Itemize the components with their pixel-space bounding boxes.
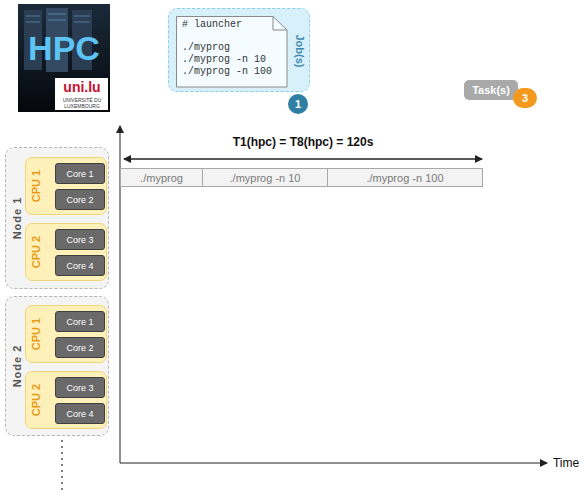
continuation-dots <box>61 440 63 492</box>
core-label: Core 1 <box>66 316 93 326</box>
script-line: ./myprog <box>182 42 230 54</box>
core-label: Core 3 <box>66 382 93 392</box>
cpu-socket: CPU 1 Core 1 Core 2 <box>25 157 107 215</box>
core-label: Core 4 <box>66 408 93 418</box>
duration-label: T1(hpc) = T8(hpc) = 120s <box>231 136 376 150</box>
core-box: Core 3 <box>55 229 105 250</box>
job-box: Job(s) # launcher ./myprog./myprog -n 10./… <box>168 8 310 92</box>
task-box: ./myprog -n 10 <box>203 168 328 187</box>
task-label: ./myprog <box>140 171 183 184</box>
axis-label: Time <box>551 457 581 471</box>
cpu-label: CPU 1 <box>30 318 43 350</box>
cpu-label: CPU 1 <box>30 170 43 202</box>
duration-arrow <box>124 158 482 160</box>
hpc-logo-image <box>18 4 110 112</box>
task-box: ./myprog -n 100 <box>328 168 483 187</box>
core-box: Core 3 <box>55 377 105 398</box>
core-box: Core 4 <box>55 255 105 276</box>
core-label: Core 1 <box>66 168 93 178</box>
task-label: ./myprog -n 100 <box>366 171 443 184</box>
cpu-socket: CPU 1 Core 1 Core 2 <box>25 305 107 363</box>
job-label: Job(s) <box>294 35 307 68</box>
cpu-label: CPU 2 <box>30 384 43 416</box>
task-box: ./myprog <box>120 168 203 187</box>
callout-number: 3 <box>513 88 537 108</box>
script-line: ./myprog -n 100 <box>182 66 272 78</box>
callout-label: 1 <box>295 98 301 111</box>
job-script-document: # launcher ./myprog./myprog -n 10./myprog… <box>176 16 288 88</box>
compute-node: Node 2 CPU 1 Core 1 Core 2 CPU 2 Core 3 Core 4 <box>5 296 109 436</box>
task-title: Task(s) <box>472 84 510 97</box>
core-label: Core 2 <box>66 342 93 352</box>
cpu-socket: CPU 2 Core 3 Core 4 <box>25 223 107 281</box>
script-line: ./myprog -n 10 <box>182 54 266 66</box>
script-line: # launcher <box>182 19 242 31</box>
core-box: Core 1 <box>55 311 105 332</box>
core-box: Core 2 <box>55 337 105 358</box>
hpc-logo: HPC uni.luUNIVERSITÉ DU LUXEMBOURG <box>18 4 110 112</box>
node-label: Node 2 <box>11 345 24 388</box>
logo-subtitle: UNIVERSITÉ DU LUXEMBOURG <box>57 98 107 109</box>
core-label: Core 2 <box>66 194 93 204</box>
cpu-label: CPU 2 <box>30 236 43 268</box>
callout-label: 3 <box>522 92 528 105</box>
core-label: Core 4 <box>66 260 93 270</box>
core-box: Core 1 <box>55 163 105 184</box>
logo-title: HPC <box>28 29 100 68</box>
task-pill: Task(s) <box>464 80 518 100</box>
core-box: Core 4 <box>55 403 105 424</box>
callout-number: 1 <box>288 94 308 114</box>
node-label: Node 1 <box>11 197 24 240</box>
core-label: Core 3 <box>66 234 93 244</box>
logo-brand: uni.lu <box>63 79 100 95</box>
cpu-socket: CPU 2 Core 3 Core 4 <box>25 371 107 429</box>
time-axis <box>120 463 547 464</box>
core-box: Core 2 <box>55 189 105 210</box>
compute-node: Node 1 CPU 1 Core 1 Core 2 CPU 2 Core 3 Core 4 <box>5 147 109 289</box>
task-label: ./myprog -n 10 <box>230 171 301 184</box>
